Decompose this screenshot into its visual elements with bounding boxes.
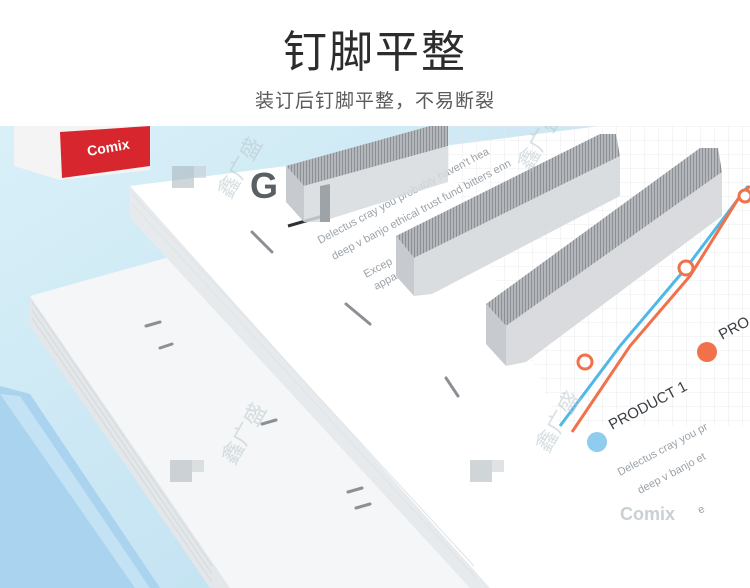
page-title: 钉脚平整 — [283, 27, 467, 78]
comix-box: Comix — [14, 126, 150, 180]
svg-text:Comix: Comix — [86, 136, 131, 159]
bottom-brand: Comix — [620, 504, 675, 524]
product-photo: Comix — [0, 126, 750, 588]
staple-strip-1 — [286, 126, 448, 222]
paper-chart — [558, 184, 750, 433]
page-subtitle: 装订后钉脚平整，不易断裂 — [254, 90, 495, 112]
svg-text:e: e — [696, 503, 707, 516]
svg-text:G: G — [250, 165, 278, 206]
staple-strip-2 — [396, 134, 620, 296]
header-area: 钉脚平整 装订后钉脚平整，不易断裂 — [0, 0, 750, 126]
staple-strip-3 — [486, 148, 722, 366]
